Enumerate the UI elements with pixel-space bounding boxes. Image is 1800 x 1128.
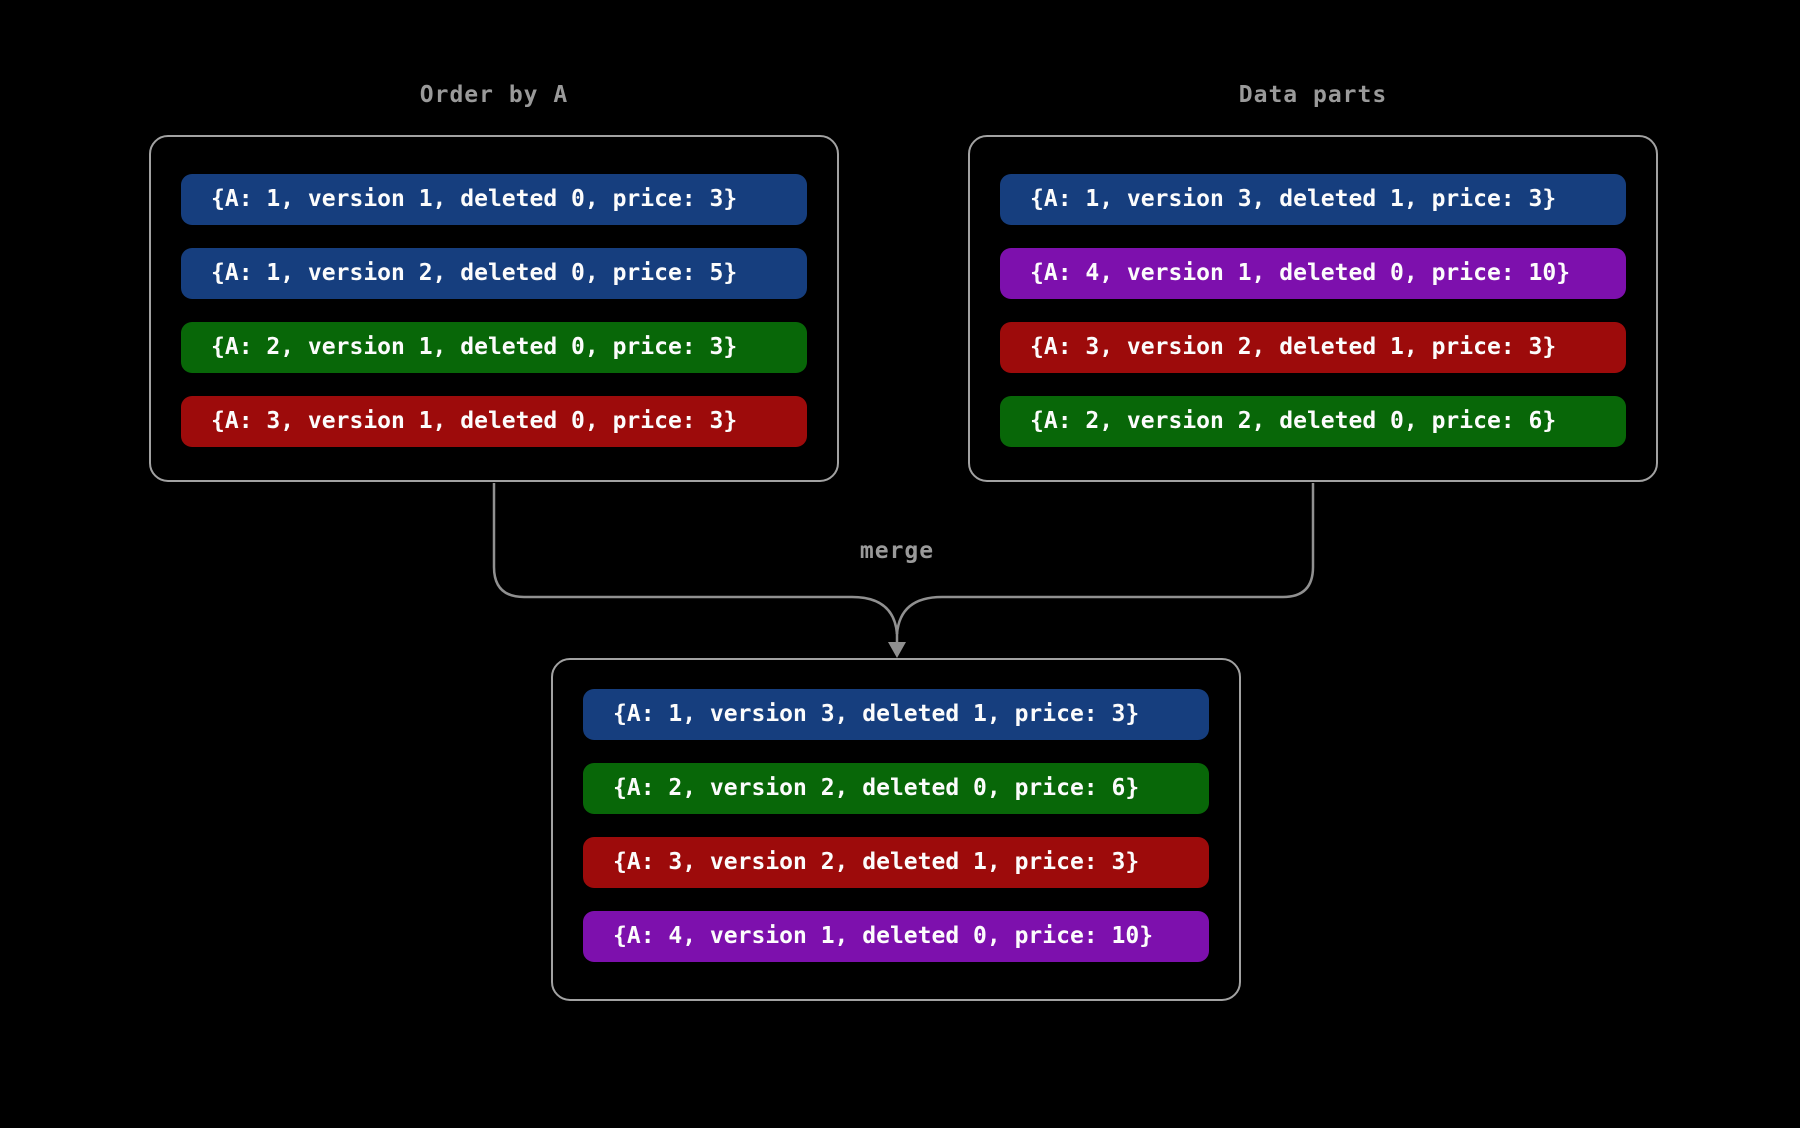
right-connector-line bbox=[895, 483, 1315, 635]
record-row: {A: 4, version 1, deleted 0, price: 10} bbox=[1000, 248, 1626, 299]
record-row: {A: 2, version 2, deleted 0, price: 6} bbox=[1000, 396, 1626, 447]
record-row: {A: 1, version 3, deleted 1, price: 3} bbox=[583, 689, 1209, 740]
group-box-order-by-a: {A: 1, version 1, deleted 0, price: 3} {… bbox=[149, 135, 839, 482]
group-box-merged: {A: 1, version 3, deleted 1, price: 3} {… bbox=[551, 658, 1241, 1001]
arrowhead-icon bbox=[888, 642, 906, 658]
group-title-data-parts: Data parts bbox=[1238, 82, 1388, 108]
record-row: {A: 1, version 1, deleted 0, price: 3} bbox=[181, 174, 807, 225]
record-row: {A: 1, version 3, deleted 1, price: 3} bbox=[1000, 174, 1626, 225]
record-row: {A: 2, version 1, deleted 0, price: 3} bbox=[181, 322, 807, 373]
left-connector-line bbox=[492, 483, 899, 635]
record-row: {A: 4, version 1, deleted 0, price: 10} bbox=[583, 911, 1209, 962]
record-row: {A: 3, version 1, deleted 0, price: 3} bbox=[181, 396, 807, 447]
record-row: {A: 2, version 2, deleted 0, price: 6} bbox=[583, 763, 1209, 814]
merge-label: merge bbox=[859, 538, 935, 564]
group-title-order-by-a: Order by A bbox=[419, 82, 569, 108]
record-row: {A: 1, version 2, deleted 0, price: 5} bbox=[181, 248, 807, 299]
group-box-data-parts: {A: 1, version 3, deleted 1, price: 3} {… bbox=[968, 135, 1658, 482]
record-row: {A: 3, version 2, deleted 1, price: 3} bbox=[583, 837, 1209, 888]
record-row: {A: 3, version 2, deleted 1, price: 3} bbox=[1000, 322, 1626, 373]
